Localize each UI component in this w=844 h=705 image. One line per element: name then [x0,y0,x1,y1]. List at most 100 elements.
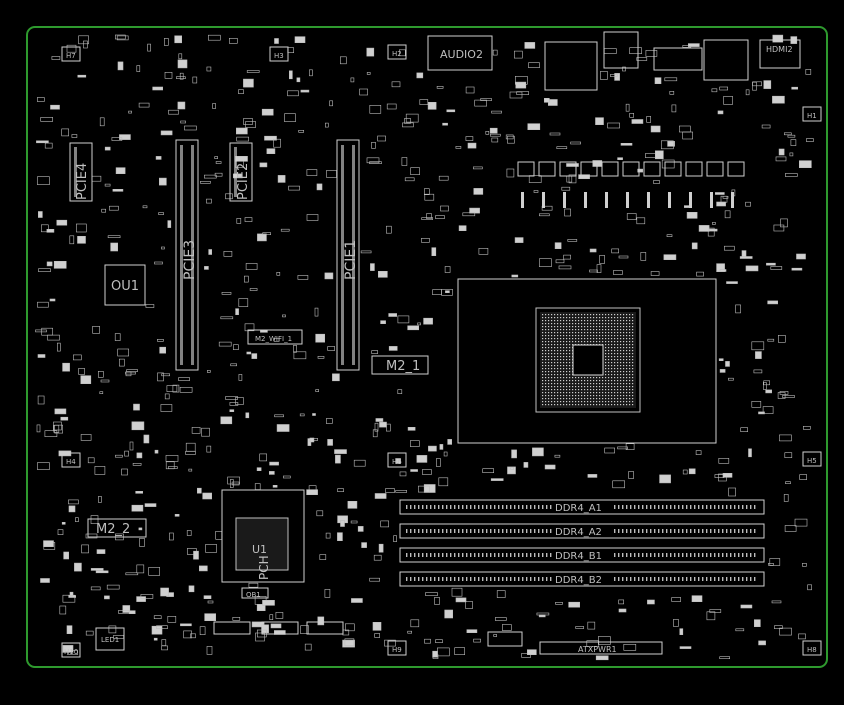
smd-component [76,223,87,233]
smd-component [718,457,730,464]
ddr4-a1-label: DDR4_A1 [555,503,602,514]
smd-component [324,272,334,280]
smd-component [342,639,355,648]
smd-component [324,589,331,598]
smd-component [157,372,164,382]
smd-component [244,217,253,222]
smd-component [47,334,60,341]
smd-component [445,290,450,294]
smd-component [758,411,765,415]
smd-component [688,468,696,475]
smd-component [631,119,644,124]
vrm-inductor [559,161,577,177]
smd-component [225,396,238,400]
smd-component [81,544,89,554]
smd-component [493,634,498,637]
smd-component [432,289,442,296]
ob1-part: OB1 [241,587,269,599]
smd-component [360,250,372,254]
audio2-label: AUDIO2 [440,48,483,61]
ddr4-b1-label: DDR4_B1 [555,551,602,562]
vrm-capacitor [647,192,650,208]
h6-label: H6 [392,458,402,466]
smd-component [432,650,438,658]
smd-component [251,353,258,359]
smd-component [95,570,109,574]
smd-component [115,167,126,174]
smd-component [44,142,53,149]
smd-component [719,656,731,660]
smd-component [57,529,64,536]
smd-component [110,242,118,252]
smd-component [145,304,155,308]
smd-component [501,624,512,631]
smd-component [472,166,483,170]
pcie1-slot: PCIE1 [336,139,360,371]
vrm-inductor [685,161,703,177]
h7-label: H7 [66,52,76,60]
smd-component [36,97,45,102]
vrm-inductor [580,161,598,177]
smd-component [533,190,539,193]
smd-component [62,645,74,653]
smd-component [68,499,79,505]
m2-1-label: M2_1 [386,359,420,374]
smd-component [539,258,552,268]
smd-component [623,643,637,651]
smd-component [761,124,771,129]
smd-component [99,391,104,395]
smd-component [180,120,186,124]
smd-component [596,264,602,273]
smd-component [719,86,729,91]
smd-component [555,601,563,605]
pcie4-slot: PCIE4 [69,142,93,202]
smd-component [38,268,51,273]
smd-component [153,615,162,620]
smd-component [126,369,138,372]
smd-component [578,174,590,179]
smd-component [154,449,159,454]
smd-component [128,110,132,114]
smd-component [179,72,184,80]
smd-component [61,128,70,137]
smd-component [288,185,300,191]
smd-component [395,458,401,464]
smd-component [636,57,648,61]
smd-component [407,426,416,431]
smd-component [558,265,572,270]
smd-component [465,86,475,94]
smd-component [202,492,212,500]
smd-component [526,649,537,656]
smd-component [53,421,62,431]
smd-component [691,595,703,603]
smd-component [466,629,478,634]
smd-component [523,462,529,468]
smd-component [256,604,266,612]
vrm-row [517,161,745,208]
smd-component [399,471,407,477]
smd-component [509,91,523,99]
ddr-pin-row [406,577,756,581]
smd-component [277,175,286,183]
smd-component [107,235,121,238]
smd-component [257,233,267,242]
smd-component [188,585,195,593]
smd-component [772,95,785,104]
smd-component [319,554,327,560]
smd-component [43,540,54,548]
smd-component [752,81,757,91]
smd-component [46,229,55,233]
smd-component [607,122,620,129]
smd-component [174,35,182,44]
smd-component [462,212,476,217]
smd-component [83,40,88,49]
smd-component [204,174,217,179]
smd-component [514,237,524,243]
vrm-capacitor [668,192,671,208]
smd-component [446,109,456,113]
smd-component [40,578,50,583]
smd-component [473,188,484,195]
smd-component [568,174,577,184]
smd-component [143,434,150,444]
smd-component [763,80,772,89]
